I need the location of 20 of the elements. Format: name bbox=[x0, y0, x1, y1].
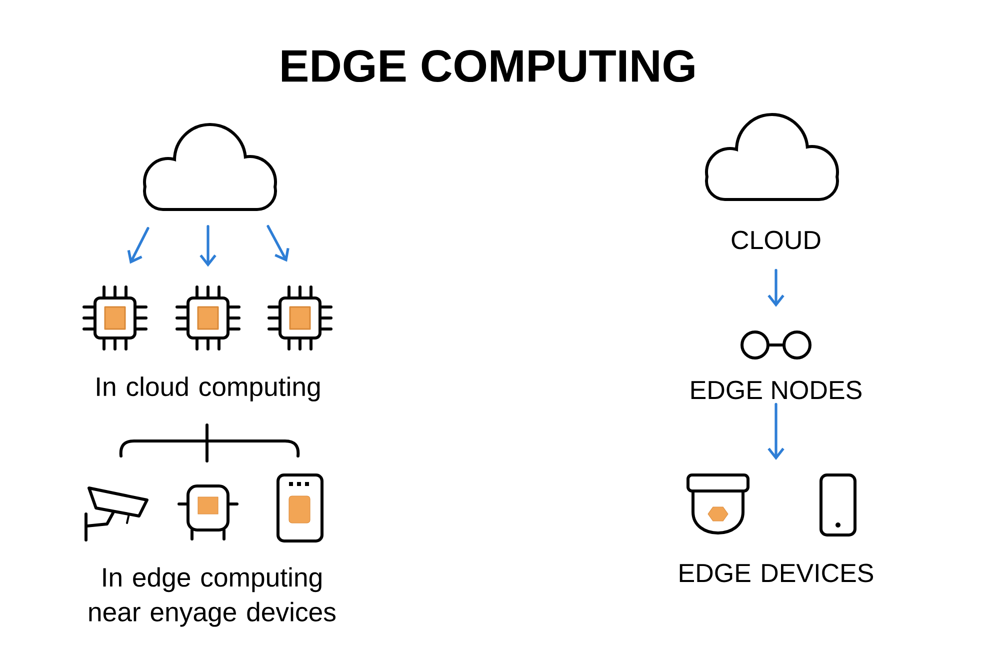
appliance-icon bbox=[178, 484, 238, 540]
cloud-icon bbox=[143, 123, 277, 211]
node-label: EDGE NODES bbox=[691, 380, 862, 400]
arrow bbox=[266, 224, 290, 262]
security-camera-icon bbox=[84, 486, 148, 542]
node-label: CLOUD bbox=[732, 230, 820, 250]
arrow bbox=[768, 402, 784, 460]
arrow bbox=[200, 224, 216, 267]
chip-icon bbox=[268, 286, 332, 350]
caption-text: In cloud computing bbox=[97, 376, 320, 402]
dome-camera-icon bbox=[686, 474, 750, 534]
phone-icon bbox=[820, 474, 856, 536]
chip-icon bbox=[176, 286, 240, 350]
arrow bbox=[768, 268, 784, 307]
chip-icon bbox=[82, 286, 148, 350]
caption-text: EDGE DEVICES bbox=[680, 564, 874, 582]
title: EDGE COMPUTING bbox=[282, 50, 694, 82]
tablet-icon bbox=[276, 474, 324, 542]
arrow bbox=[127, 226, 150, 264]
caption-text: In edge computing near enyage devices bbox=[89, 567, 336, 627]
